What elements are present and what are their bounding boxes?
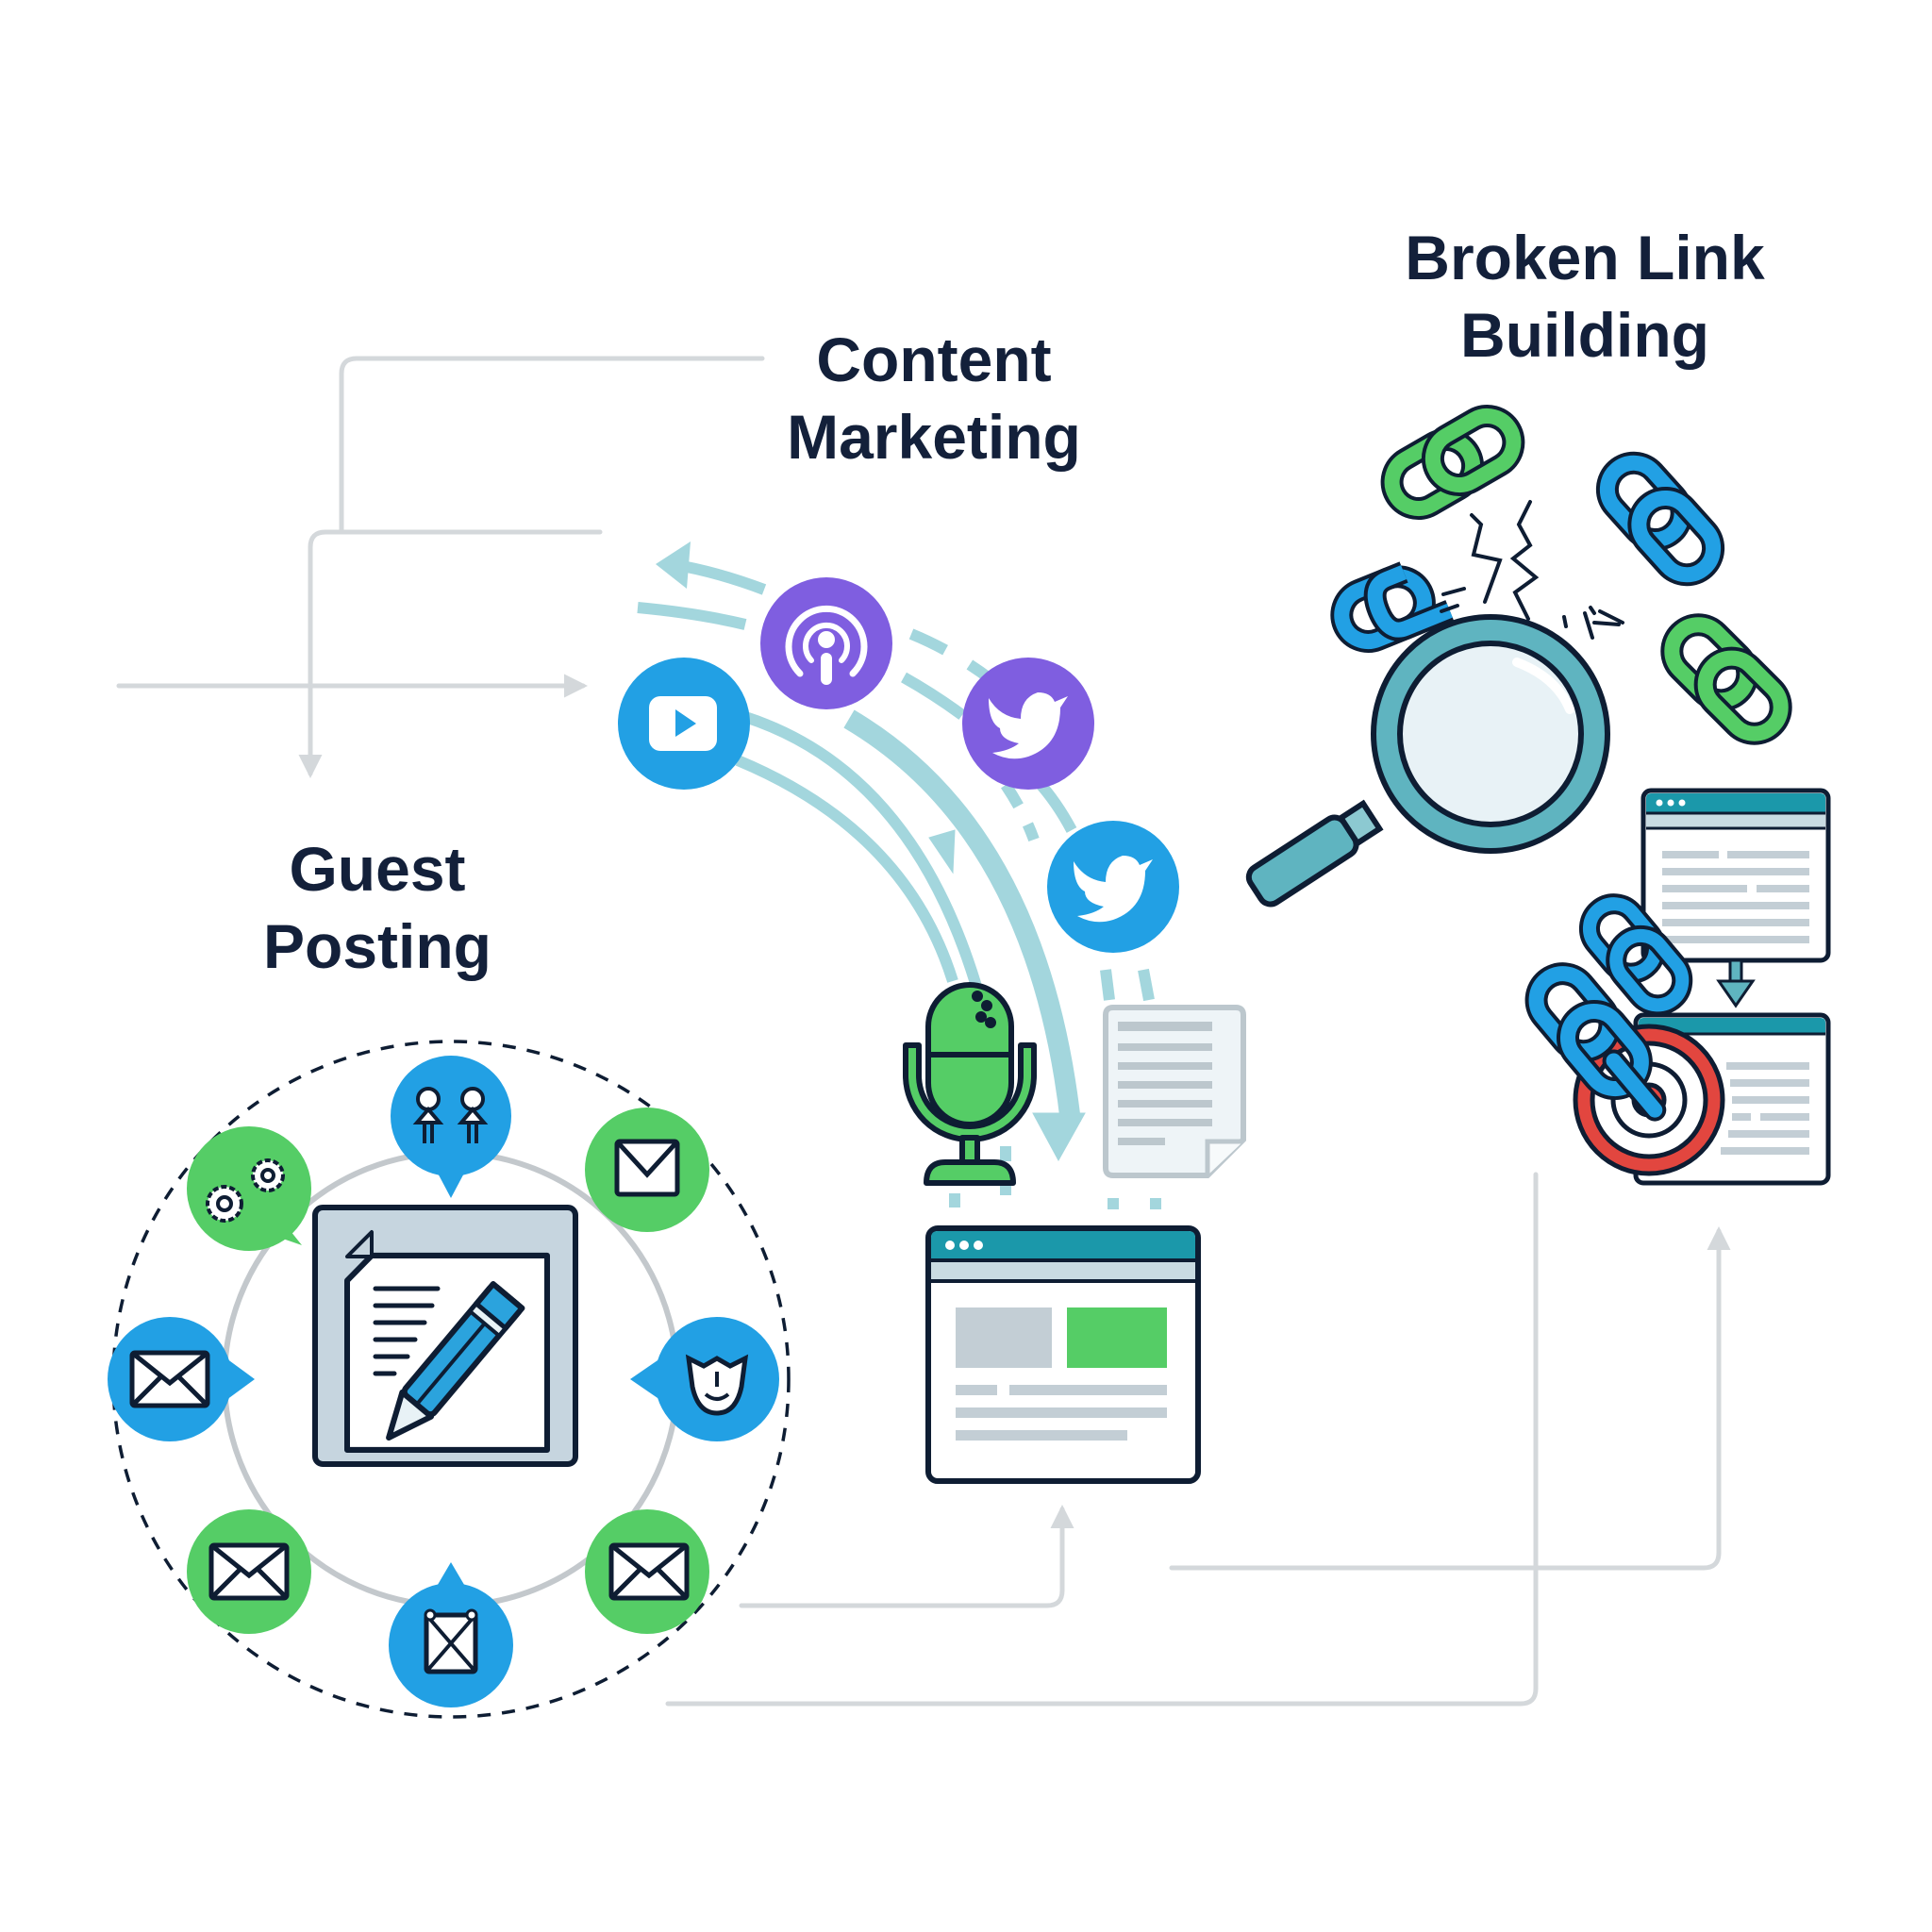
magnifying-glass-icon [1245, 614, 1610, 908]
flow-arc-dash-2 [901, 672, 966, 720]
browser-window-icon [925, 1225, 1201, 1484]
chain-link-blue-mid [1578, 893, 1693, 1016]
flow-arc-dash-1 [908, 628, 994, 684]
bubble-envelope-bottom-right [585, 1509, 709, 1634]
flow-arc-main [843, 709, 1081, 1124]
flow-arc-2 [637, 602, 747, 630]
chain-link-green-top [1380, 405, 1525, 520]
flow-arc-inner-2 [735, 755, 958, 983]
twitter-bird-icon-2 [1047, 821, 1179, 953]
flow-dash-doc-1 [1100, 969, 1115, 1001]
chain-link-into-target [1524, 962, 1667, 1122]
broken-link-building-title: Broken Link Building [1368, 219, 1802, 374]
broken-chain-link-blue [1330, 561, 1455, 653]
flow-arc-inner-1 [743, 711, 989, 1011]
twitter-bird-icon [962, 658, 1094, 790]
content-marketing-title-line1: Content [816, 325, 1052, 394]
bubble-people [391, 1056, 511, 1198]
flow-inner-arrowhead [928, 829, 956, 874]
content-marketing-title-line2: Marketing [787, 402, 1081, 472]
bubble-cat-face [630, 1317, 779, 1441]
flow-arc-dash-3 [1001, 781, 1040, 842]
youtube-icon [618, 658, 750, 790]
guest-posting-title-line2: Posting [263, 911, 491, 981]
content-flow-arcs [637, 541, 1161, 1209]
bubble-envelope-top-right [585, 1108, 709, 1232]
bubble-envelope-left [108, 1317, 255, 1441]
bubble-calendar-envelope [389, 1562, 513, 1707]
connector-bottom [665, 1172, 1539, 1707]
connector-lines [116, 356, 1731, 1707]
bubble-envelope-bottom-left [187, 1509, 311, 1634]
connector-browser-to-target [1169, 1226, 1731, 1571]
break-spark-icon [1440, 500, 1624, 643]
podcast-icon [760, 577, 892, 709]
connector-top-loop [339, 356, 765, 533]
document-pen-icon [312, 1205, 578, 1467]
flow-arc-dash-4 [1033, 776, 1077, 833]
chain-link-green-right [1660, 613, 1792, 745]
bubble-gears [187, 1126, 311, 1251]
connector-mid [298, 529, 603, 778]
guest-posting-title: Guest Posting [226, 830, 528, 985]
connector-guest-to-browser [739, 1505, 1074, 1608]
flow-dash-doc-2 [1138, 968, 1155, 1002]
broken-link-building-title-line2: Building [1460, 300, 1709, 370]
flow-main-arrowhead [1032, 1112, 1086, 1162]
microphone-icon [903, 982, 1037, 1186]
content-marketing-title: Content Marketing [736, 321, 1132, 475]
guest-posting-title-line1: Guest [289, 834, 466, 904]
webpage-source-icon [1641, 788, 1831, 1008]
broken-link-building-title-line1: Broken Link [1405, 223, 1765, 292]
document-icon [1103, 1005, 1246, 1178]
chain-link-blue-right [1595, 451, 1725, 587]
flow-arrowhead-left [656, 541, 691, 589]
